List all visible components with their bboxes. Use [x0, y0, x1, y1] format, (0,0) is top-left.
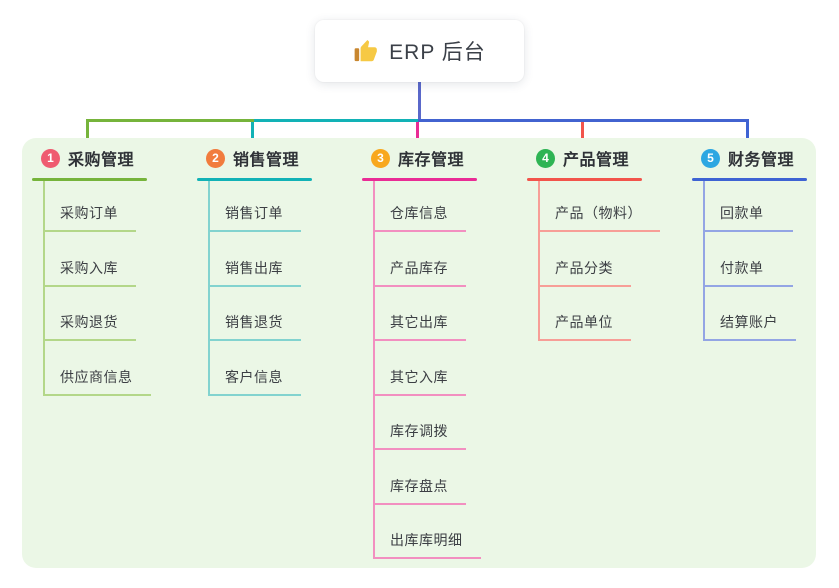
root-node[interactable]: ERP 后台 — [315, 20, 524, 82]
branch-drop-line — [581, 119, 584, 141]
child-node[interactable]: 销售退货 — [210, 312, 301, 341]
branch-title-node[interactable]: 2 销售管理 — [197, 138, 367, 178]
child-node-row: 采购退货 — [45, 287, 151, 341]
child-node[interactable]: 库存调拨 — [375, 421, 466, 450]
branch-number-badge: 2 — [206, 148, 225, 168]
branch-title-underline — [692, 178, 807, 181]
child-node-row: 仓库信息 — [375, 181, 481, 232]
child-node-row: 采购入库 — [45, 232, 151, 287]
branch-title-node[interactable]: 3 库存管理 — [362, 138, 532, 178]
child-node[interactable]: 产品单位 — [540, 312, 631, 341]
branch-title-node[interactable]: 1 采购管理 — [32, 138, 202, 178]
branch-drop-line — [251, 119, 254, 141]
child-node-row: 其它出库 — [375, 287, 481, 341]
child-node-row: 结算账户 — [705, 287, 796, 341]
branch-number-badge: 4 — [536, 148, 555, 168]
branch-children: 仓库信息产品库存其它出库其它入库库存调拨库存盘点出库库明细 — [373, 181, 481, 559]
child-node[interactable]: 采购订单 — [45, 203, 136, 232]
bus-left-green — [86, 119, 254, 122]
branch-children: 回款单付款单结算账户 — [703, 181, 796, 341]
child-node[interactable]: 客户信息 — [210, 367, 301, 396]
branch-number-badge: 3 — [371, 148, 390, 168]
branch-drop-line — [746, 119, 749, 141]
root-node-label: ERP 后台 — [389, 41, 486, 64]
branch-children: 采购订单采购入库采购退货供应商信息 — [43, 181, 151, 396]
branch-column: 4 产品管理产品（物料） 产品分类产品单位 — [527, 138, 697, 341]
child-node[interactable]: 产品库存 — [375, 258, 466, 287]
branch-title-underline — [197, 178, 312, 181]
branch-title-node[interactable]: 5 财务管理 — [692, 138, 839, 178]
child-node[interactable]: 付款单 — [705, 258, 793, 287]
child-node-row: 供应商信息 — [45, 341, 151, 396]
branch-title-label: 产品管理 — [563, 152, 630, 169]
child-node-row: 回款单 — [705, 181, 796, 232]
child-node-row: 销售退货 — [210, 287, 301, 341]
branch-title-node[interactable]: 4 产品管理 — [527, 138, 697, 178]
branch-drop-line — [416, 119, 419, 141]
child-node-row: 库存调拨 — [375, 396, 481, 450]
branch-number-badge: 5 — [701, 148, 720, 168]
child-node[interactable]: 产品分类 — [540, 258, 631, 287]
child-node[interactable]: 仓库信息 — [375, 203, 466, 232]
branch-children: 销售订单销售出库销售退货客户信息 — [208, 181, 301, 396]
child-node[interactable]: 供应商信息 — [45, 367, 151, 396]
child-node[interactable]: 出库库明细 — [375, 530, 481, 559]
branch-title-underline — [32, 178, 147, 181]
branch-title-label: 采购管理 — [68, 152, 135, 169]
branch-title-label: 财务管理 — [728, 152, 795, 169]
child-node-row: 产品单位 — [540, 287, 660, 341]
child-node[interactable]: 产品（物料） — [540, 203, 660, 232]
child-node-row: 客户信息 — [210, 341, 301, 396]
child-node[interactable]: 库存盘点 — [375, 476, 466, 505]
child-node[interactable]: 其它入库 — [375, 367, 466, 396]
branch-title-underline — [362, 178, 477, 181]
child-node-row: 其它入库 — [375, 341, 481, 396]
branch-children: 产品（物料） 产品分类产品单位 — [538, 181, 660, 341]
child-node-row: 销售订单 — [210, 181, 301, 232]
branch-title-underline — [527, 178, 642, 181]
branch-title-label: 库存管理 — [398, 152, 465, 169]
child-node[interactable]: 销售出库 — [210, 258, 301, 287]
child-node-row: 付款单 — [705, 232, 796, 287]
branch-column: 3 库存管理仓库信息产品库存其它出库其它入库库存调拨库存盘点出库库明细 — [362, 138, 532, 559]
child-node-row: 库存盘点 — [375, 450, 481, 505]
thumbs-up-icon — [353, 38, 379, 64]
child-node[interactable]: 采购退货 — [45, 312, 136, 341]
branch-number-badge: 1 — [41, 148, 60, 168]
child-node-row: 销售出库 — [210, 232, 301, 287]
child-node[interactable]: 结算账户 — [705, 312, 796, 341]
child-node-row: 产品（物料） — [540, 181, 660, 232]
child-node[interactable]: 其它出库 — [375, 312, 466, 341]
child-node-row: 出库库明细 — [375, 505, 481, 559]
branch-column: 1 采购管理采购订单采购入库采购退货供应商信息 — [32, 138, 202, 396]
background-panel — [22, 138, 816, 568]
child-node-row: 产品分类 — [540, 232, 660, 287]
bus-left-teal — [254, 119, 418, 122]
branch-column: 2 销售管理销售订单销售出库销售退货客户信息 — [197, 138, 367, 396]
root-connector-line — [418, 80, 421, 121]
child-node[interactable]: 销售订单 — [210, 203, 301, 232]
branch-column: 5 财务管理回款单付款单结算账户 — [692, 138, 839, 341]
branch-drop-line — [86, 119, 89, 141]
child-node-row: 产品库存 — [375, 232, 481, 287]
child-node[interactable]: 采购入库 — [45, 258, 136, 287]
child-node-row: 采购订单 — [45, 181, 151, 232]
bus-right-blue — [418, 119, 749, 122]
branch-title-label: 销售管理 — [233, 152, 300, 169]
child-node[interactable]: 回款单 — [705, 203, 793, 232]
